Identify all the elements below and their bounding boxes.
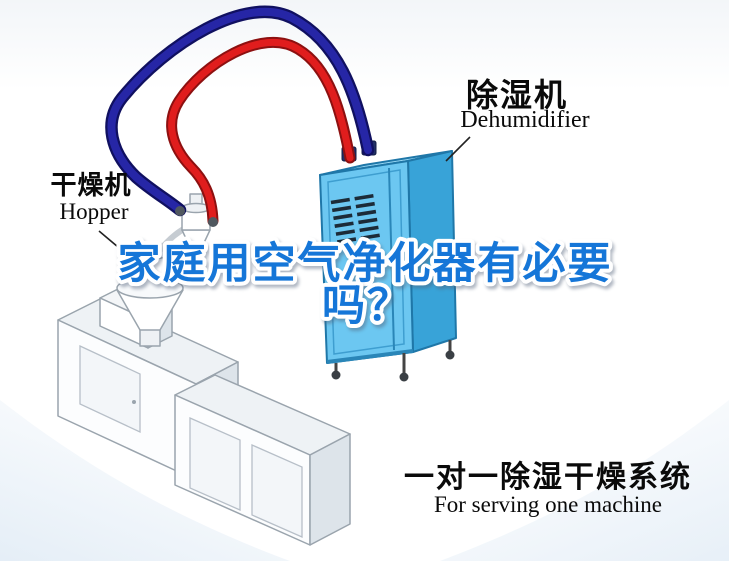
caster xyxy=(399,372,409,382)
caster xyxy=(331,370,341,380)
caster-wheel xyxy=(399,353,409,382)
vent-slat xyxy=(355,201,375,209)
vent-slat xyxy=(335,229,356,236)
front-panel-inset xyxy=(327,169,405,355)
door-handle-dot xyxy=(132,400,136,404)
vent-slat xyxy=(330,197,351,205)
red-hose xyxy=(166,36,356,227)
bottom-trim xyxy=(326,349,414,364)
blue-hose-tube xyxy=(107,7,372,214)
system-caption-cn: 一对一除湿干燥系统 xyxy=(404,461,692,494)
door-handle xyxy=(398,252,403,266)
cyclone-drop-pipe xyxy=(163,257,199,271)
bottom-right-wash xyxy=(440,400,729,561)
funnel-rim xyxy=(116,277,184,299)
cabinet-panel-1 xyxy=(189,417,241,511)
vent-grille xyxy=(330,193,380,244)
top-wash xyxy=(0,0,729,90)
door-seam xyxy=(388,167,395,351)
hopper-label-cn: 干燥机 xyxy=(50,170,132,200)
hose-fitting-red xyxy=(208,217,218,227)
system-caption-en: For serving one machine xyxy=(433,492,663,517)
vent-slat xyxy=(331,205,352,213)
caster-wheel xyxy=(331,363,341,380)
dehumidifier-label-en: Dehumidifier xyxy=(460,107,590,133)
vent-slat xyxy=(359,225,379,233)
headline-line1: 家庭用空气净化器有必要 xyxy=(118,240,613,288)
cabinet-panel-2 xyxy=(251,444,303,538)
vent-slat xyxy=(354,193,374,201)
vent-slat xyxy=(358,217,378,225)
caster xyxy=(445,350,455,360)
vent-slat xyxy=(334,221,354,228)
hopper-pointer-line xyxy=(98,230,132,259)
machine-box-b-side xyxy=(309,433,351,546)
red-hose-tube xyxy=(168,38,354,225)
headline-line2: 吗？ xyxy=(322,282,412,330)
vent-slat xyxy=(360,233,380,241)
vent-slat xyxy=(333,213,353,221)
machine-door-panel xyxy=(79,344,141,434)
vent-slat xyxy=(356,209,377,217)
vent-slat xyxy=(336,237,357,244)
hopper-label-en: Hopper xyxy=(59,199,129,224)
hose-fitting-blue xyxy=(175,206,185,216)
blue-hose xyxy=(105,5,375,217)
dehumidifier-pointer-line xyxy=(445,136,471,162)
hopper-dryer xyxy=(116,193,211,347)
caster-wheel xyxy=(445,340,455,360)
dehumidifier-label-cn: 除湿机 xyxy=(465,77,568,113)
bottom-left-wash xyxy=(0,400,290,561)
